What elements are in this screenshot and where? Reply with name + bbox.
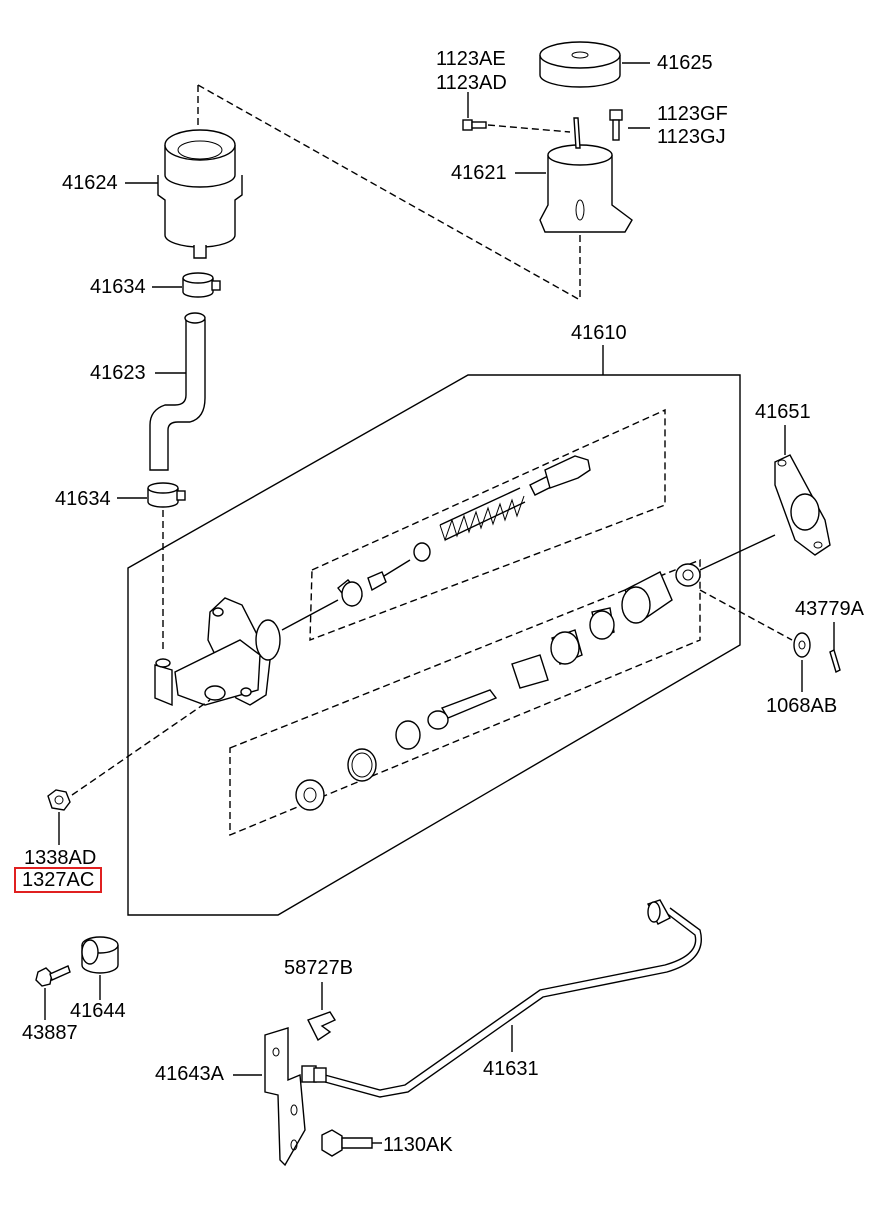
label-1068AB: 1068AB <box>766 695 838 717</box>
bracket-41643A <box>233 1027 306 1167</box>
reservoir-bracket-41621 <box>515 117 633 300</box>
bolt-1123AE <box>462 92 571 133</box>
label-1123AE: 1123AE <box>436 48 506 70</box>
reservoir-cap-41625 <box>539 41 650 88</box>
label-41623: 41623 <box>90 362 146 384</box>
label-43779A: 43779A <box>795 598 864 620</box>
pin-43779A <box>829 622 841 673</box>
label-1130AK: 1130AK <box>383 1134 453 1156</box>
label-1327AC-highlighted[interactable]: 1327AC <box>13 867 103 893</box>
label-1338AD: 1338AD <box>24 847 97 869</box>
master-cylinder-body <box>154 597 339 707</box>
label-41610: 41610 <box>571 322 627 344</box>
label-41625: 41625 <box>657 52 713 74</box>
label-41651: 41651 <box>755 401 811 423</box>
internal-parts-lower <box>295 563 701 811</box>
reservoir-41624 <box>125 129 243 259</box>
clamp-41634-bottom <box>117 482 186 650</box>
hose-41623 <box>149 312 206 471</box>
clamp-41634-top <box>152 272 221 298</box>
label-41624: 41624 <box>62 172 118 194</box>
nut-1338AD <box>47 699 211 845</box>
leader-reservoir-bracket <box>197 84 581 301</box>
label-41634-bottom: 41634 <box>55 488 111 510</box>
bolt-1130AK <box>321 1129 382 1157</box>
bushing-41644 <box>81 936 119 1000</box>
assembly-outline-41610 <box>127 345 741 916</box>
label-41631: 41631 <box>483 1058 539 1080</box>
internal-parts-upper <box>337 455 591 608</box>
label-41634-top: 41634 <box>90 276 146 298</box>
label-41643A: 41643A <box>155 1063 224 1085</box>
clip-58727B <box>307 982 337 1042</box>
label-41621: 41621 <box>451 162 507 184</box>
bolt-43887 <box>35 965 71 1020</box>
label-43887: 43887 <box>22 1022 78 1044</box>
label-58727B: 58727B <box>284 957 353 979</box>
pipe-41631 <box>301 899 702 1098</box>
label-1123GJ: 1123GJ <box>657 126 726 148</box>
gasket-41651 <box>699 425 831 571</box>
label-1123GF: 1123GF <box>657 103 728 125</box>
washer-1068AB <box>699 589 811 692</box>
label-41644: 41644 <box>70 1000 126 1022</box>
bolt-1123GF <box>609 109 650 141</box>
label-1123AD: 1123AD <box>436 72 507 94</box>
